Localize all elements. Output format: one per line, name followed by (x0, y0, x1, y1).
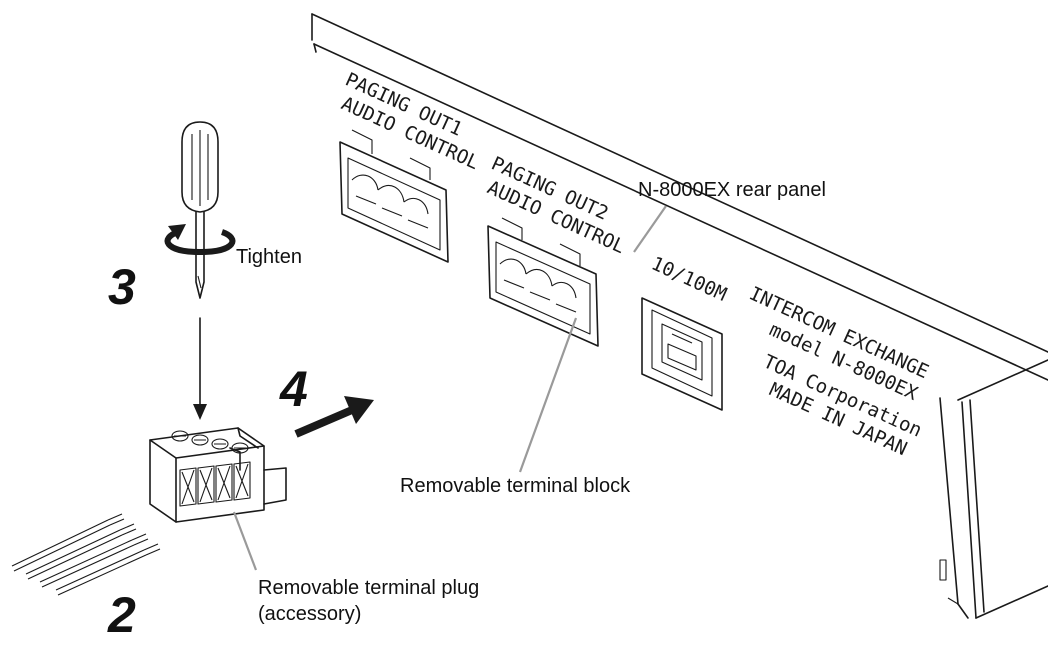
step-3-number: 3 (108, 259, 136, 315)
terminal-plug-leader (232, 511, 258, 571)
network-port (641, 297, 723, 411)
terminal-plug-label: Removable terminal plug (258, 577, 479, 599)
network-port-label: 10/100M (648, 253, 730, 306)
step-2-number: 2 (107, 587, 136, 643)
tighten-label: Tighten (236, 246, 302, 268)
screwdriver-icon (164, 121, 236, 299)
down-arrow-icon (193, 317, 207, 420)
terminal-block-label: Removable terminal block (400, 475, 631, 497)
insert-arrow-icon (294, 396, 374, 438)
paging-out1-connector (339, 129, 449, 263)
terminal-plug-icon (149, 427, 287, 523)
step-4-number: 4 (279, 361, 308, 417)
rear-panel-leader (633, 205, 667, 253)
stripped-wires-icon (11, 513, 161, 596)
rear-panel (311, 13, 1048, 619)
paging-out2-connector (487, 217, 599, 347)
terminal-block-leader (518, 317, 578, 473)
panel-printing: PAGING OUT1 AUDIO CONTROL PAGING OUT2 AU… (338, 69, 932, 461)
terminal-plug-accessory-label: (accessory) (258, 603, 361, 625)
rear-panel-label: N-8000EX rear panel (638, 179, 826, 201)
